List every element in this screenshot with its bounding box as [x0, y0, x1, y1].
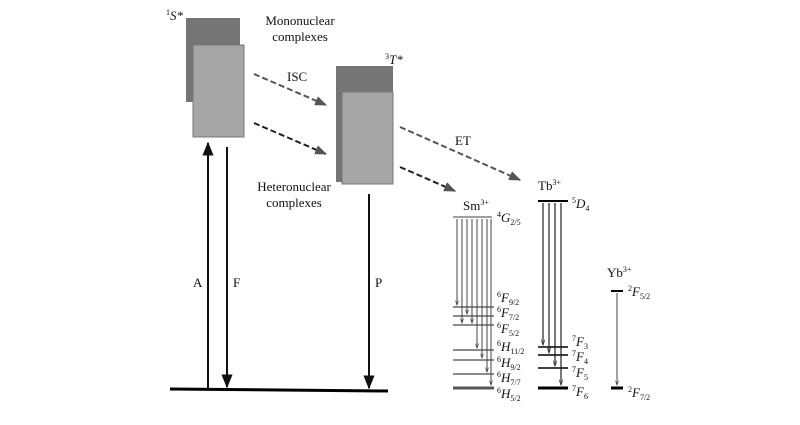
sm-level-multiplicity: 6 [497, 321, 501, 330]
tb-level-multiplicity: 7 [572, 384, 576, 393]
sm-level-j: 9/2 [510, 363, 520, 372]
yb-level-multiplicity: 2 [628, 284, 632, 293]
isc-arrow-lower [253, 122, 328, 155]
tb-level-symbol: F [575, 349, 585, 364]
yb-level-label: 2F7/2 [628, 385, 650, 402]
singlet-box-front [192, 44, 245, 138]
sm-level-label: 4G2/5 [497, 210, 521, 227]
yb-level-label: 2F5/2 [628, 284, 650, 301]
sm-level-multiplicity: 6 [497, 339, 501, 348]
tb-level-j: 6 [584, 392, 588, 401]
tb-level-j: 3 [584, 342, 588, 351]
sm-level-j: 2/5 [510, 218, 520, 227]
sm-level-j: 11/2 [510, 347, 524, 356]
tb-level-symbol: F [575, 334, 585, 349]
tb-level-j: 4 [585, 204, 589, 213]
sm-level-multiplicity: 6 [497, 305, 501, 314]
sm-level-label: 6F5/2 [497, 321, 519, 338]
sm-level-symbol: H [500, 355, 511, 370]
mononuclear-label-line1: Mononuclear [265, 13, 335, 28]
phosphorescence-label: P [375, 275, 382, 290]
sm-ion-name: Sm3+ [463, 198, 489, 213]
sm-level-symbol: F [500, 290, 510, 305]
isc-label: ISC [287, 69, 307, 84]
level-labels: 4G2/56F9/26F7/26F5/26H11/26H9/26H7/76H5/… [497, 196, 650, 403]
tb-level-symbol: D [575, 196, 586, 211]
ground-state-line [169, 387, 389, 393]
yb-ion-name: Yb3+ [607, 265, 632, 280]
sm-level-multiplicity: 6 [497, 290, 501, 299]
sm-level-multiplicity: 6 [497, 355, 501, 364]
absorption-label: A [193, 275, 203, 290]
sm-level-symbol: G [501, 210, 511, 225]
sm-level-j: 5/2 [509, 329, 519, 338]
sm-level-multiplicity: 6 [497, 370, 501, 379]
tb-level-label: 5D4 [572, 196, 589, 213]
tb-level-symbol: F [575, 384, 585, 399]
heteronuclear-label-line2: complexes [266, 195, 322, 210]
sm-level-symbol: H [500, 370, 511, 385]
tb-level-multiplicity: 5 [572, 196, 576, 205]
tb-level-label: 7F6 [572, 384, 588, 401]
sm-level-symbol: H [500, 386, 511, 401]
sm-level-label: 6F7/2 [497, 305, 519, 322]
tb-level-label: 7F5 [572, 365, 588, 382]
triplet-multiplicity: 3T* [385, 52, 403, 67]
tb-level-symbol: F [575, 365, 585, 380]
sm-level-j: 7/7 [510, 378, 520, 387]
sm-level-label: 6H5/2 [497, 386, 521, 403]
sm-level-symbol: F [500, 321, 510, 336]
sm-ion-group: Sm3+ [453, 198, 494, 390]
yb-ion-group: Yb3+ [607, 265, 632, 390]
sm-level-label: 6F9/2 [497, 290, 519, 307]
yb-level-symbol: F [631, 284, 641, 299]
tb-ion-group: Tb3+ [538, 178, 568, 390]
sm-level-label: 6H9/2 [497, 355, 521, 372]
et-arrow-tb [399, 126, 522, 181]
et-arrow-sm [399, 166, 457, 192]
mononuclear-label-line2: complexes [272, 29, 328, 44]
sm-level-symbol: H [500, 339, 511, 354]
yb-level-symbol: F [631, 385, 641, 400]
tb-level-label: 7F4 [572, 349, 588, 366]
sm-level-multiplicity: 4 [497, 210, 501, 219]
tb-level-multiplicity: 7 [572, 365, 576, 374]
sm-level-multiplicity: 6 [497, 386, 501, 395]
singlet-multiplicity: 1S* [166, 8, 184, 23]
sm-level-j: 9/2 [509, 298, 519, 307]
sm-level-label: 6H11/2 [497, 339, 524, 356]
tb-level-j: 5 [584, 373, 588, 382]
tb-level-label: 7F3 [572, 334, 588, 351]
yb-level-j: 7/2 [640, 393, 650, 402]
tb-level-j: 4 [584, 357, 588, 366]
sm-level-label: 6H7/7 [497, 370, 521, 387]
triplet-box-front [341, 91, 394, 185]
tb-level-multiplicity: 7 [572, 334, 576, 343]
fluorescence-label: F [233, 275, 240, 290]
yb-level-j: 5/2 [640, 292, 650, 301]
tb-ion-name: Tb3+ [538, 178, 561, 193]
yb-level-multiplicity: 2 [628, 385, 632, 394]
isc-arrow-upper [253, 73, 328, 106]
heteronuclear-label-line1: Heteronuclear [257, 179, 331, 194]
sm-level-j: 7/2 [509, 313, 519, 322]
et-label: ET [455, 133, 471, 148]
tb-level-multiplicity: 7 [572, 349, 576, 358]
sm-level-j: 5/2 [510, 394, 520, 403]
sm-level-symbol: F [500, 305, 510, 320]
